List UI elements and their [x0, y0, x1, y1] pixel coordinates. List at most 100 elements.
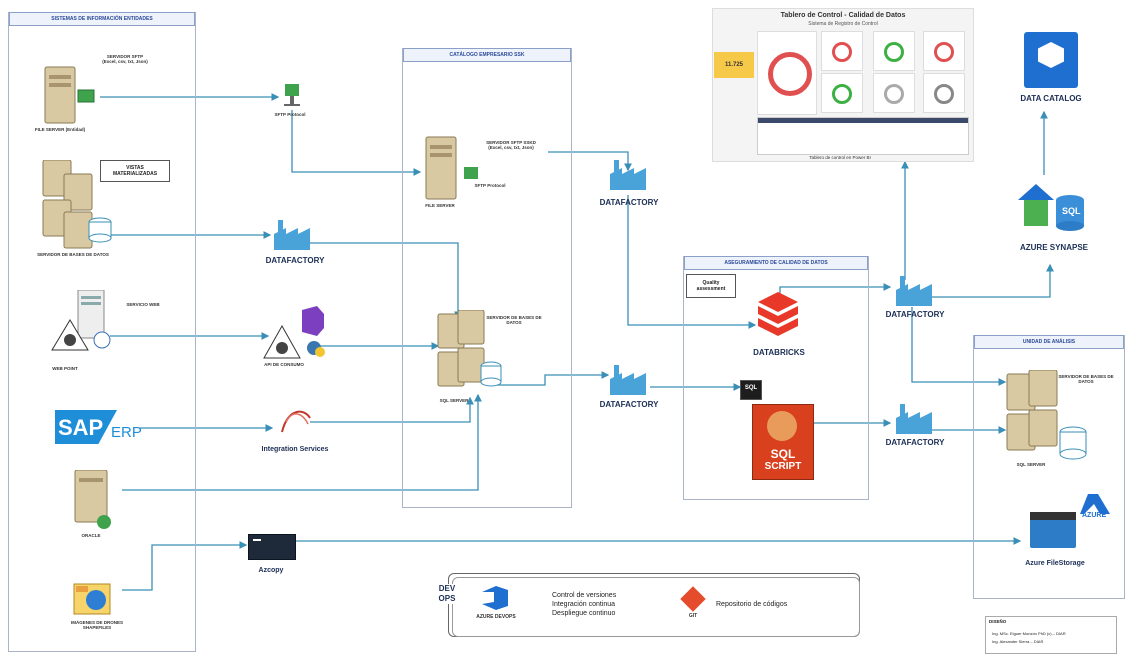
- dashboard-card-6: [923, 73, 965, 113]
- sftp-protocol-icon: [280, 82, 304, 113]
- catalog-sftp-label: SERVIDOR SFTP SSKD (Excel, csv, txt, Jso…: [486, 140, 536, 150]
- file-storage-icon: [1030, 512, 1076, 548]
- credit-box: DISEÑO Ing. MSc. Elguer Monzón PhD (c) –…: [985, 616, 1117, 654]
- zone-analysis-title: UNIDAD DE ANÁLISIS: [974, 335, 1124, 349]
- catalog-sql-label: SQL SERVER: [439, 398, 469, 403]
- credit-line-2: Ing. Alexander Sierra – DIAR: [992, 639, 1044, 644]
- arrow-df-to-catalog-db: [310, 242, 462, 320]
- zone-sources-title: SISTEMAS DE INFORMACIÓN ENTIDADES: [9, 12, 195, 26]
- sql-script-icon: SQL SCRIPT: [752, 404, 814, 480]
- synapse-sql-tag: SQL: [1062, 206, 1081, 216]
- file-server-label: FILE SERVER (Entidad): [34, 127, 86, 132]
- azure-synapse-icon: SQL: [1018, 180, 1088, 237]
- sql-script-word1: SQL: [770, 447, 796, 461]
- integration-services-label: Integration Services: [261, 446, 329, 453]
- devops-label: DEV OPS: [432, 584, 462, 604]
- dashboard-subtitle: Sistema de Registro de Control: [808, 21, 878, 27]
- web-service-label: SERVICIO WEB: [126, 302, 160, 307]
- azcopy-label: Azcopy: [258, 567, 284, 574]
- dashboard-card-4: [821, 73, 863, 113]
- azcopy-terminal-icon: [248, 534, 296, 560]
- data-catalog-label: DATA CATALOG: [1020, 94, 1082, 103]
- dashboard-caption: Tablero de control en Power BI: [809, 155, 871, 160]
- credit-title: DISEÑO: [989, 619, 1007, 624]
- zone-quality: ASEGURAMIENTO DE CALIDAD DE DATOS: [683, 256, 869, 500]
- datafactory-label-mid: DATAFACTORY: [599, 400, 659, 409]
- file-server-icon: [40, 65, 100, 130]
- catalog-file-server-icon: [422, 135, 482, 210]
- arrow-sftp-to-fileserver: [291, 110, 422, 176]
- sql-db-shape: [767, 411, 797, 441]
- arrow-drones-to-azcopy: [122, 541, 248, 591]
- db-server-icon: [40, 159, 115, 255]
- dashboard-card-3: [923, 31, 965, 71]
- azure-synapse-label: AZURE SYNAPSE: [1019, 243, 1088, 252]
- arrow-fileserver-to-df: [548, 151, 632, 172]
- factory-icon-1: [272, 220, 312, 257]
- oracle-label: ORACLE: [81, 533, 101, 538]
- devops-item-3: Despliegue continuo: [552, 610, 616, 617]
- devops-item-2: Integración continua: [552, 601, 616, 608]
- analysis-db-label: SERVIDOR DE BASES DE DATOS: [1058, 374, 1114, 384]
- sql-file-icon: SQL: [740, 380, 762, 400]
- arrow-df-to-analysis-top: [911, 307, 1007, 386]
- dashboard-preview: Tablero de Control - Calidad de Datos Si…: [712, 8, 974, 162]
- sftp-server-label: SERVIDOR SFTP (Excel, csv, txt, Json): [102, 54, 148, 64]
- api-consumo-icon: [262, 306, 332, 366]
- db-server-label: SERVIDOR DE BASES DE DATOS: [37, 252, 109, 257]
- zone-catalog-title: CATÁLOGO EMPRESARIO SSK: [403, 48, 571, 62]
- devops-panel: [448, 573, 860, 637]
- sql-file-tag: SQL: [744, 385, 758, 391]
- zone-analysis: UNIDAD DE ANÁLISIS: [973, 335, 1125, 599]
- catalog-db-server-icon: [436, 309, 506, 405]
- catalog-sftp-protocol-label: SFTP Protocol: [474, 183, 506, 188]
- quality-assessment-box: Quality assessment: [686, 274, 736, 298]
- analysis-sql-label: SQL SERVER: [1016, 462, 1046, 467]
- catalog-db-label: SERVIDOR DE BASES DE DATOS: [486, 315, 542, 325]
- sap-text: SAP: [58, 415, 104, 440]
- azure-logo-icon: AZURE: [1080, 494, 1110, 519]
- dashboard-donut-main: [768, 52, 812, 96]
- dashboard-card-2: [873, 31, 915, 71]
- factory-icon-top: [608, 160, 648, 197]
- zone-sources: SISTEMAS DE INFORMACIÓN ENTIDADES: [8, 12, 196, 652]
- dashboard-kpi: 11.725: [714, 52, 754, 78]
- arrow-topdf-to-databricks: [627, 195, 757, 329]
- arrow-is-to-catalog-db: [310, 396, 474, 423]
- erp-text: ERP: [111, 424, 142, 441]
- git-label: GIT: [688, 613, 698, 619]
- dashboard-card-main: [757, 31, 817, 115]
- dashboard-card-5: [873, 73, 915, 113]
- devops-item-1: Control de versiones: [552, 592, 617, 599]
- repo-label: Repositorio de códigos: [716, 601, 788, 608]
- file-storage-label: Azure FileStorage: [1025, 560, 1085, 567]
- devops-panel-inner: [452, 577, 860, 637]
- factory-icon-right-top: [894, 276, 934, 313]
- drone-images-label: IMÁGENES DE DRONES SHAPEFILES: [70, 620, 123, 630]
- drone-images-icon: [72, 580, 117, 625]
- factory-icon-right-bottom: [894, 404, 934, 441]
- azure-logo-text: AZURE: [1082, 512, 1107, 519]
- dashboard-card-1: [821, 31, 863, 71]
- api-consumo-label: API DE CONSUMO: [264, 362, 304, 367]
- dashboard-table: [757, 117, 969, 155]
- databricks-label: DATABRICKS: [753, 348, 805, 357]
- arrow-catalog-to-df: [495, 371, 610, 386]
- sql-script-word2: SCRIPT: [764, 461, 802, 472]
- datafactory-label-top: DATAFACTORY: [599, 198, 659, 207]
- zone-catalog: CATÁLOGO EMPRESARIO SSK: [402, 48, 572, 508]
- datafactory-label-1: DATAFACTORY: [265, 256, 325, 265]
- credit-line-1: Ing. MSc. Elguer Monzón PhD (c) – DIAR: [992, 631, 1066, 636]
- factory-icon-mid: [608, 365, 648, 402]
- web-point-label: WEB POINT: [52, 366, 78, 371]
- catalog-file-server-label: FILE SERVER: [425, 203, 455, 208]
- sap-erp-logo: SAP ERP: [55, 410, 143, 444]
- zone-quality-title: ASEGURAMIENTO DE CALIDAD DE DATOS: [684, 256, 868, 270]
- azure-devops-label: AZURE DEVOPS: [476, 614, 516, 620]
- vistas-box: VISTAS MATERIALIZADAS: [100, 160, 170, 182]
- oracle-server-icon: [72, 469, 122, 537]
- sftp-protocol-label: SFTP Protocol: [274, 112, 306, 117]
- arrow-df-to-synapse: [930, 263, 1054, 298]
- datafactory-label-right-bottom: DATAFACTORY: [885, 438, 945, 447]
